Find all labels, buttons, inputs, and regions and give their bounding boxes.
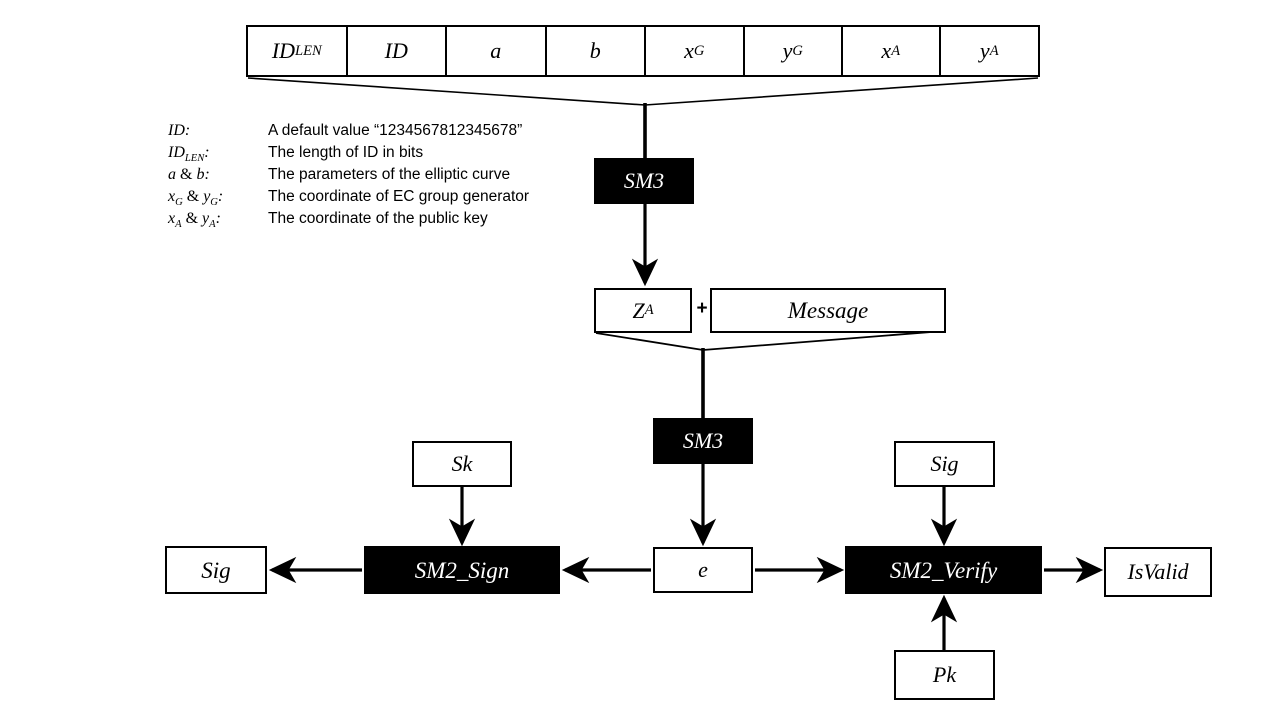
legend-row-id: ID: A default value “1234567812345678” (168, 122, 598, 144)
node-sk: Sk (412, 441, 512, 487)
node-message: Message (710, 288, 946, 333)
strip-cell-a-base: a (490, 38, 502, 63)
node-sm2-sign: SM2_Sign (364, 546, 560, 594)
funnel-input-to-sm3 (247, 77, 1039, 106)
node-e-label: e (698, 557, 708, 582)
node-message-label: Message (787, 298, 869, 323)
legend-key-xa-ya: xA & yA: (168, 210, 221, 231)
strip-cell-id-base: ID (384, 38, 408, 63)
legend-key-id-base: ID (168, 122, 185, 139)
strip-cell-x-a-base: x (881, 38, 892, 63)
strip-cell-x-g-sub: G (693, 42, 705, 59)
legend-row-xg-yg: xG & yG: The coordinate of EC group gene… (168, 188, 598, 210)
legend-value-xg-yg: The coordinate of EC group generator (268, 188, 530, 205)
strip-cell-b-base: b (589, 38, 601, 63)
node-sig-input: Sig (894, 441, 995, 487)
strip-cell-id: ID (348, 27, 447, 75)
strip-cell-x-a-sub: A (891, 42, 901, 59)
strip-cell-x-g-base: x (684, 38, 694, 63)
legend-value-xa-ya: The coordinate of the public key (268, 210, 488, 227)
node-isvalid: IsValid (1104, 547, 1212, 597)
plus-operator: + (696, 298, 708, 319)
legend-key-xg-sub: G (175, 197, 183, 209)
strip-cell-a: a (447, 27, 547, 75)
strip-cell-y-g-sub: G (792, 42, 803, 59)
node-sm3-mid-label: SM3 (682, 428, 724, 453)
node-za-sub: A (644, 302, 654, 319)
node-sig-input-label: Sig (930, 451, 959, 476)
legend-key-xg-base: x (168, 188, 176, 205)
legend-key-a-b: a & b: (168, 166, 210, 183)
strip-cell-b: b (547, 27, 646, 75)
legend-key-xg-yg: xG & yG: (168, 188, 224, 209)
legend-value-id-len: The length of ID in bits (268, 144, 424, 161)
node-pk-label: Pk (932, 662, 957, 687)
legend-key-xa-base: x (168, 210, 176, 227)
node-isvalid-label: IsValid (1127, 559, 1189, 584)
legend-key-xa-sub: A (175, 219, 182, 231)
node-sm3-mid: SM3 (653, 418, 753, 464)
legend-key-id-len-suffix: : (204, 144, 210, 161)
legend-row-a-b: a & b: The parameters of the elliptic cu… (168, 166, 598, 188)
node-pk: Pk (894, 650, 995, 700)
funnel-za-message-to-sm3 (595, 330, 945, 351)
strip-cell-id-len-sub: LEN (295, 42, 322, 59)
strip-cell-id-len-base: ID (271, 38, 296, 63)
node-sig-output-label: Sig (201, 557, 231, 583)
node-sm2-sign-label: SM2_Sign (414, 557, 510, 583)
strip-cell-y-a-base: y (979, 38, 990, 63)
node-e: e (653, 547, 753, 593)
strip-cell-y-g-base: y (782, 38, 793, 63)
legend-value-id: A default value “1234567812345678” (268, 122, 523, 139)
node-sm3-top: SM3 (594, 158, 694, 204)
legend-row-id-len: IDLEN: The length of ID in bits (168, 144, 598, 166)
legend-key-id-len-base: ID (168, 144, 185, 161)
legend-value-a-b: The parameters of the elliptic curve (268, 166, 511, 183)
node-sm3-top-label: SM3 (623, 168, 665, 193)
legend-key-id-len-sub: LEN (184, 153, 205, 165)
legend-key-a-b-base: a (168, 166, 176, 183)
node-sm2-verify-label: SM2_Verify (889, 557, 998, 583)
legend-key-id: ID: (168, 122, 268, 140)
node-za-label: Z (632, 297, 645, 323)
node-sm2-verify: SM2_Verify (845, 546, 1042, 594)
legend-row-xa-ya: xA & yA: The coordinate of the public ke… (168, 210, 598, 232)
node-sk-label: Sk (451, 451, 473, 476)
legend: ID: A default value “1234567812345678” I… (168, 122, 598, 232)
node-sig-output: Sig (165, 546, 267, 594)
legend-key-id-len: IDLEN: (168, 144, 268, 164)
legend-key-id-suffix: : (184, 122, 191, 139)
strip-cell-y-a-sub: A (989, 42, 999, 59)
